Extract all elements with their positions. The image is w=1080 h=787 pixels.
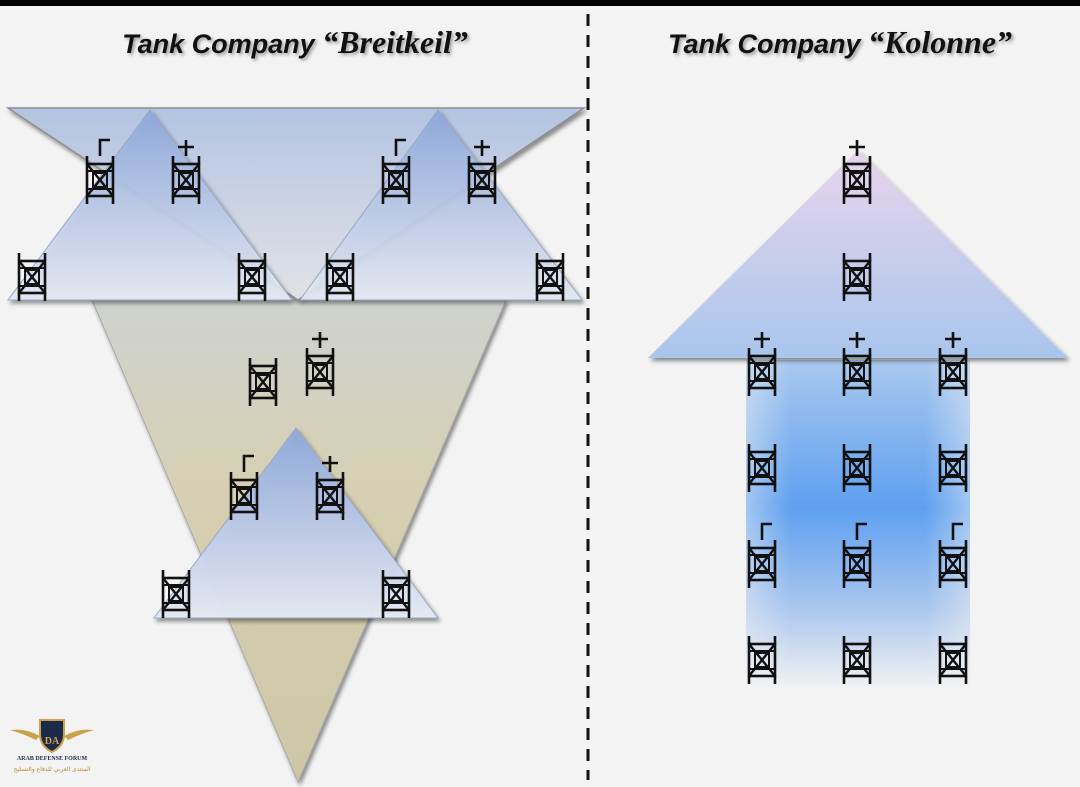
platoon-left-wedge	[7, 109, 293, 301]
platoon-rear-wedge	[153, 427, 439, 619]
logo-name: ARAB DEFENSE FORUM	[16, 756, 88, 762]
tank-symbol-icon	[467, 140, 497, 206]
tank-symbol-icon	[938, 332, 968, 398]
tank-symbol-icon	[315, 456, 345, 522]
top-border	[0, 0, 1080, 6]
tank-symbol-icon	[171, 140, 201, 206]
tank-symbol-icon	[747, 522, 777, 590]
arab-defense-forum-logo: DA ARAB DEFENSE FORUM المنتدى العربي للد…	[6, 716, 98, 784]
breitkeil-title: Tank Company “Breitkeil”	[40, 22, 550, 62]
tank-symbol-icon	[747, 332, 777, 398]
kolonne-title-prefix: Tank Company	[667, 29, 868, 59]
breitkeil-title-name: “Breitkeil”	[322, 24, 468, 60]
company-commander-tank-icon	[842, 140, 872, 206]
logo-monogram: DA	[45, 736, 60, 747]
tank-symbol-icon	[842, 522, 872, 590]
kolonne-title-name: “Kolonne”	[868, 24, 1013, 60]
tank-symbol-icon	[85, 138, 115, 206]
tank-symbol-icon	[229, 454, 259, 522]
tank-symbol-icon	[381, 138, 411, 206]
logo-subtitle: المنتدى العربي للدفاع والتسليح	[13, 766, 91, 773]
platoon-right-wedge	[299, 109, 584, 301]
company-commander-tank-icon	[305, 332, 335, 398]
kolonne-title: Tank Company “Kolonne”	[610, 22, 1070, 62]
eagle-shield-icon: DA	[10, 719, 94, 754]
tank-symbol-icon	[938, 522, 968, 590]
breitkeil-title-prefix: Tank Company	[122, 29, 323, 59]
kolonne-arrow-head	[648, 150, 1068, 358]
tank-symbol-icon	[842, 332, 872, 398]
